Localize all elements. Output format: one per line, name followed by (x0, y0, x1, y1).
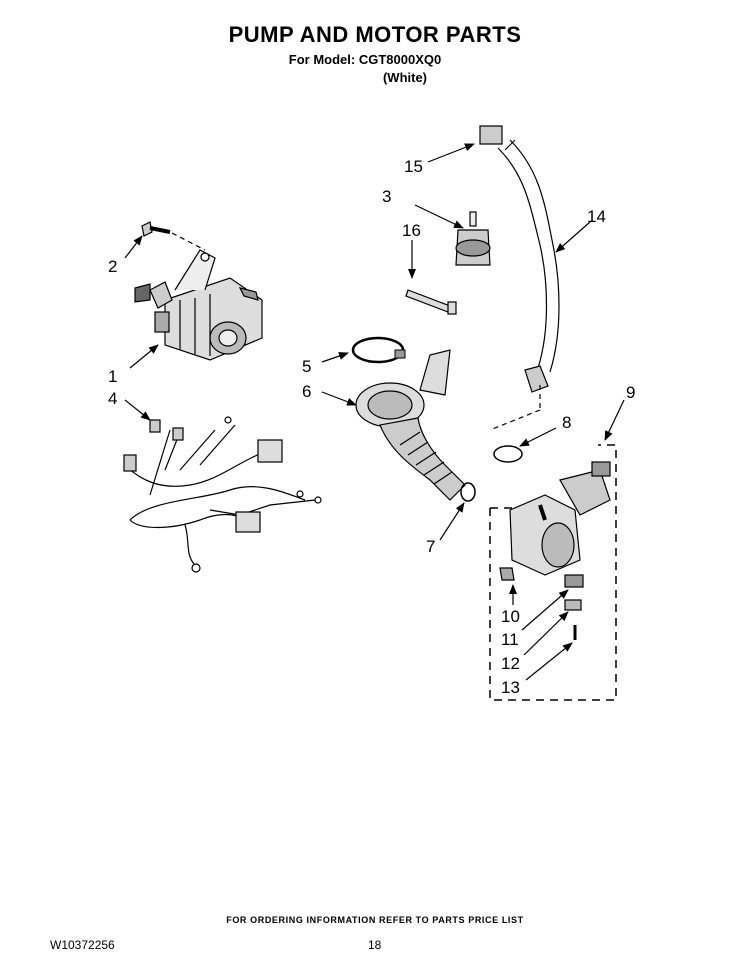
bolt-illustration (141, 221, 206, 251)
leader-8 (519, 427, 557, 447)
leader-13 (525, 642, 573, 681)
leader-1 (129, 344, 159, 369)
cable-tie-illustration (405, 289, 457, 315)
leader-4 (124, 399, 151, 421)
callout-1: 1 (108, 367, 117, 386)
callout-11: 11 (501, 630, 519, 649)
model-line: For Model: CGT8000XQ0 (288, 52, 442, 67)
callout-14: 14 (587, 207, 606, 226)
gasket-illustration (460, 482, 476, 502)
callout-6: 6 (302, 382, 311, 401)
callout-13: 13 (501, 678, 520, 697)
callout-2: 2 (108, 257, 117, 276)
leader-15 (427, 143, 475, 163)
callout-5: 5 (302, 357, 311, 376)
drain-hose-illustration (479, 125, 560, 431)
callout-numbers: 1 2 3 4 5 6 7 8 9 10 11 12 13 14 15 16 (108, 157, 635, 697)
hose-clamp-illustration (351, 336, 406, 364)
callout-12: 12 (501, 654, 520, 673)
callout-15: 15 (404, 157, 423, 176)
callout-leaders (124, 143, 625, 681)
small-clamp-illustration (493, 445, 523, 463)
sump-hose-illustration (355, 349, 466, 501)
wire-harness-illustration (123, 416, 322, 573)
callout-4: 4 (108, 389, 117, 408)
leader-5 (321, 352, 349, 363)
leader-14 (555, 221, 591, 253)
leader-3 (414, 204, 464, 229)
leader-12 (523, 611, 569, 656)
callout-16: 16 (402, 221, 421, 240)
document-number: W10372256 (50, 938, 115, 952)
page-number: 18 (368, 938, 382, 952)
callout-3: 3 (382, 187, 391, 206)
air-dome-illustration (455, 211, 491, 266)
ordering-note: FOR ORDERING INFORMATION REFER TO PARTS … (226, 915, 524, 925)
drain-pump-illustration (499, 461, 611, 640)
leader-7 (439, 502, 465, 541)
leader-9 (604, 399, 625, 441)
leader-6 (321, 391, 357, 406)
motor-illustration (134, 249, 263, 361)
color-line: (White) (382, 70, 428, 85)
callout-9: 9 (626, 383, 635, 402)
callout-10: 10 (501, 607, 520, 626)
page-title: PUMP AND MOTOR PARTS (228, 22, 522, 47)
callout-7: 7 (426, 537, 435, 556)
callout-8: 8 (562, 413, 571, 432)
leader-11 (521, 589, 569, 631)
leader-2 (124, 235, 143, 259)
